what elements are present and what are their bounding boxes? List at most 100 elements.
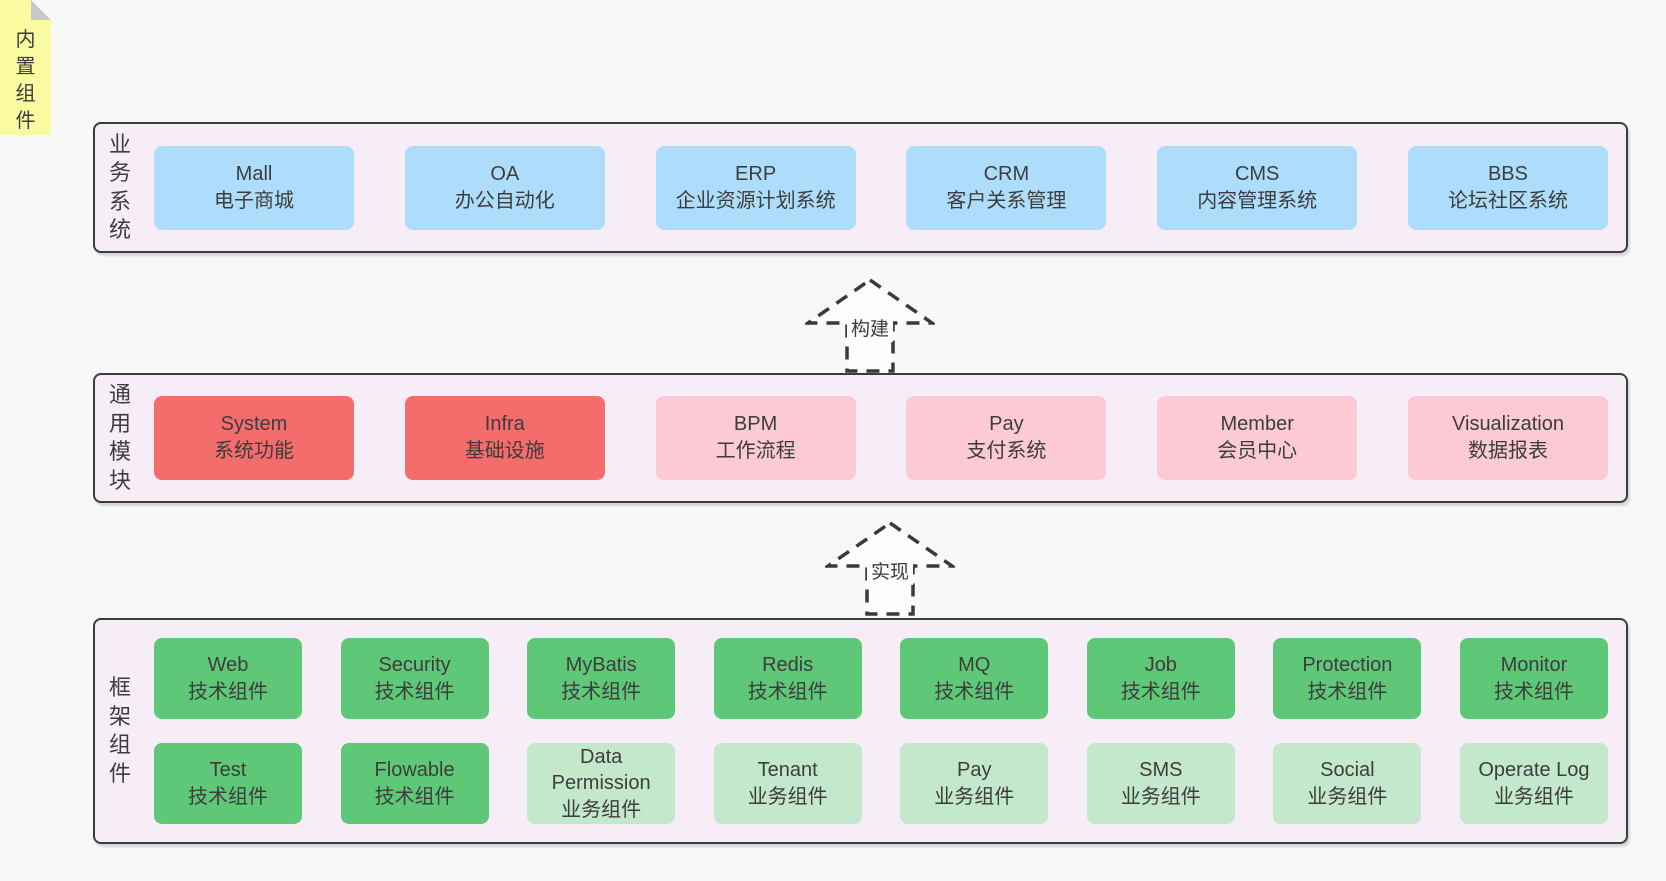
arrow-label: 实现 [866,556,914,585]
tile-name: CMS [1234,162,1280,185]
tile-name: Monitor [1500,653,1568,676]
tile-job: Job 技术组件 [1086,638,1235,719]
tile-erp: ERP 企业资源计划系统 [655,145,856,230]
tile-desc: 基础设施 [464,440,545,462]
tile-row: Mall 电子商城 OA 办公自动化 ERP 企业资源计划系统 CRM 客户关系管理 CMS 内容… [154,145,1608,230]
tile-name: Test [209,758,247,781]
tile-name: Mall [235,162,273,185]
note-builtin-components: 内置组件 [0,0,51,135]
tile-name: CRM [983,162,1030,185]
tile-name: BBS [1487,162,1528,185]
tile-desc: 企业资源计划系统 [675,189,836,212]
tile-desc: 技术组件 [374,680,455,703]
tile-redis: Redis 技术组件 [713,638,862,719]
panel-label: 框架组件 [108,674,131,786]
tile-desc: 业务组件 [747,785,828,808]
tile-name: Data Permission [551,745,651,795]
tile-member: Member 会员中心 [1157,396,1358,480]
tile-name: ERP [735,162,777,185]
tile-name: Infra [484,413,525,436]
tile-pay: Pay 业务组件 [900,743,1049,824]
tile-desc: 技术组件 [188,680,268,703]
panel-label: 通用模块 [108,381,131,493]
tile-desc: 电子商城 [214,189,294,212]
tile-protection: Protection 技术组件 [1273,638,1422,719]
tile-name: Web [207,653,249,676]
tile-desc: 技术组件 [1307,680,1388,703]
tile-security: Security 技术组件 [340,638,489,719]
tile-name: System [220,413,288,436]
tile-infra: Infra 基础设施 [404,396,605,480]
tile-rows: Mall 电子商城 OA 办公自动化 ERP 企业资源计划系统 CRM 客户关系管理 CMS 内容… [154,124,1608,251]
tile-name: OA [490,162,520,185]
tile-name: Job [1144,653,1177,676]
tile-name: Protection [1302,653,1393,676]
tile-desc: 业务组件 [1120,785,1201,808]
tile-desc: 办公自动化 [454,189,555,212]
tile-name: Flowable [374,758,455,781]
tile-name: Security [378,653,451,676]
tile-desc: 业务组件 [1307,785,1388,808]
tile-crm: CRM 客户关系管理 [906,145,1107,230]
tile-name: MyBatis [565,653,637,676]
tile-flowable: Flowable 技术组件 [340,743,489,824]
tile-desc: 技术组件 [1493,680,1574,703]
tile-desc: 数据报表 [1467,440,1548,462]
tile-data-permission: Data Permission 业务组件 [527,743,676,824]
tile-desc: 支付系统 [966,440,1047,462]
tile-social: Social 业务组件 [1273,743,1422,824]
tile-name: Social [1320,758,1375,781]
tile-desc: 技术组件 [374,785,455,808]
note-text: 内置组件 [15,29,36,132]
tile-desc: 客户关系管理 [946,189,1067,212]
tile-pay: Pay 支付系统 [906,396,1107,480]
tile-name: Pay [957,758,992,781]
tile-desc: 业务组件 [934,785,1015,808]
tile-name: Visualization [1452,413,1564,436]
tile-visualization: Visualization 数据报表 [1407,396,1608,480]
tile-name: SMS [1139,758,1183,781]
tile-sms: SMS 业务组件 [1086,743,1235,824]
tile-desc: 系统功能 [214,440,294,462]
tile-desc: 业务组件 [561,798,642,821]
tile-name: Redis [762,653,814,676]
tile-desc: 内容管理系统 [1197,189,1318,212]
arrow-implement: 实现 [825,520,955,618]
tile-name: Tenant [757,758,818,781]
tile-oa: OA 办公自动化 [404,145,605,230]
tile-name: BPM [733,413,778,436]
tile-tenant: Tenant 业务组件 [713,743,862,824]
tile-cms: CMS 内容管理系统 [1157,145,1358,230]
tile-system: System 系统功能 [154,396,354,480]
arrow-label: 构建 [846,313,894,342]
tile-name: MQ [958,653,991,676]
tile-desc: 业务组件 [1493,785,1574,808]
tile-desc: 技术组件 [188,785,268,808]
arrow-build: 构建 [805,277,935,375]
tile-desc: 论坛社区系统 [1447,189,1568,212]
tile-desc: 技术组件 [561,680,642,703]
panel-business-systems: 业务系统 Mall 电子商城 OA 办公自动化 ERP 企业资源计划系统 CRM 客户关系管理… [93,122,1628,253]
tile-desc: 会员中心 [1217,440,1298,462]
tile-test: Test 技术组件 [154,743,302,824]
folded-corner-icon [31,0,51,20]
tile-desc: 技术组件 [1120,680,1201,703]
tile-monitor: Monitor 技术组件 [1459,638,1608,719]
tile-bbs: BBS 论坛社区系统 [1407,145,1608,230]
tile-mq: MQ 技术组件 [900,638,1049,719]
tile-desc: 技术组件 [747,680,828,703]
tile-name: Member [1220,413,1294,436]
tile-desc: 技术组件 [934,680,1015,703]
tile-name: Pay [989,413,1024,436]
tile-web: Web 技术组件 [154,638,302,719]
panel-label: 业务系统 [108,131,131,243]
